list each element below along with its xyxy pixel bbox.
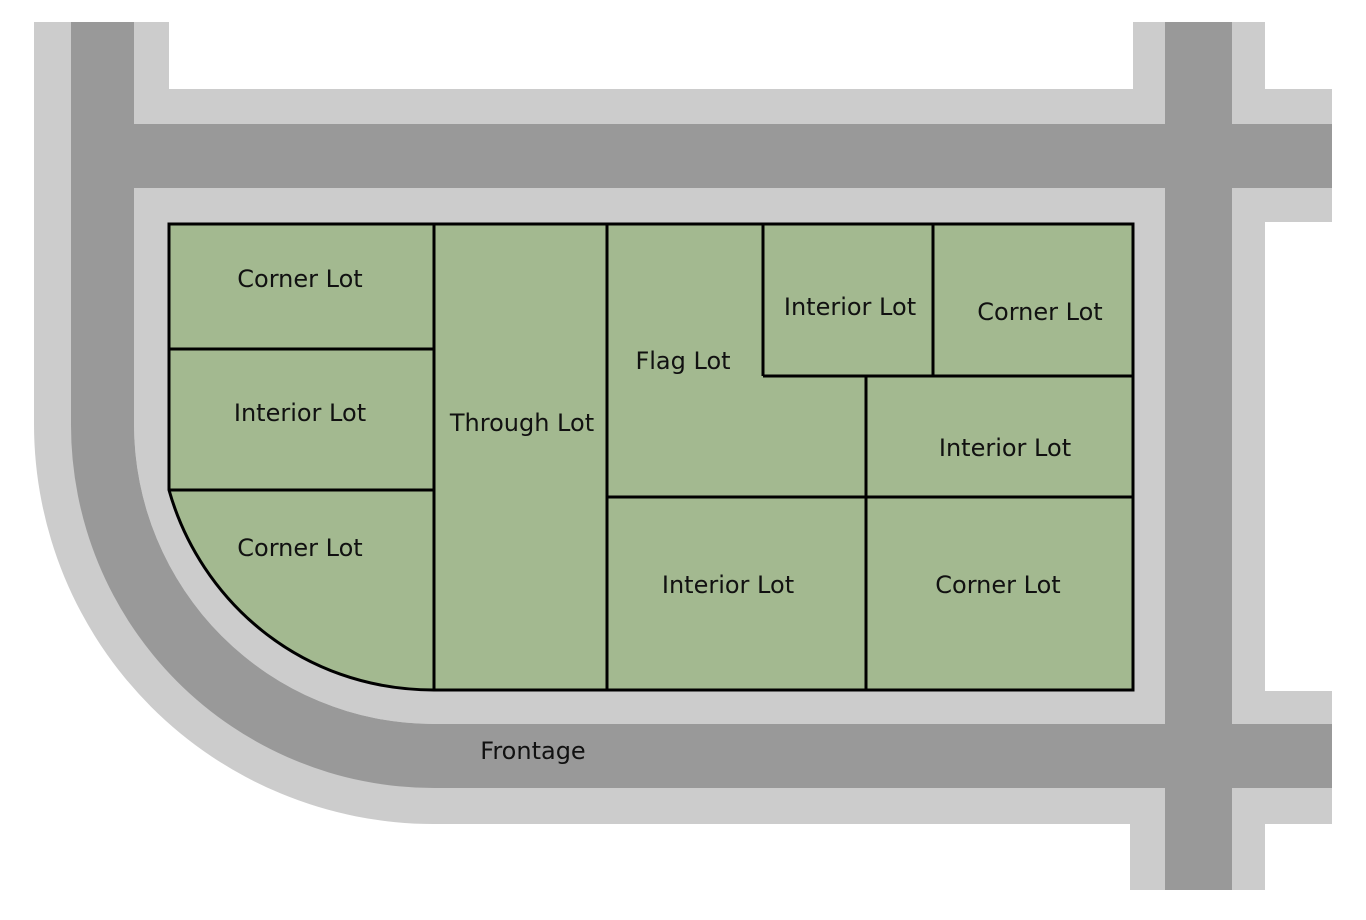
interior-lot-3-label: Interior Lot (939, 434, 1071, 462)
lot-boundaries (169, 224, 1133, 690)
lot-block (169, 224, 1133, 690)
interior-lot-2-label: Interior Lot (784, 293, 916, 321)
corner-lot-2-label: Corner Lot (237, 534, 362, 562)
corner-lot-4-label: Corner Lot (935, 571, 1060, 599)
lots: Corner Lot Interior Lot Corner Lot Throu… (167, 222, 1135, 692)
lot-block-outline (167, 222, 1135, 692)
interior-lot-4-label: Interior Lot (662, 571, 794, 599)
frontage-label: Frontage (480, 737, 585, 765)
interior-lot-1-label: Interior Lot (234, 399, 366, 427)
road (70, 22, 1332, 890)
corner-lot-1-label: Corner Lot (237, 265, 362, 293)
through-lot-label: Through Lot (449, 409, 594, 437)
corner-lot-3-label: Corner Lot (977, 298, 1102, 326)
flag-lot-label: Flag Lot (635, 347, 730, 375)
